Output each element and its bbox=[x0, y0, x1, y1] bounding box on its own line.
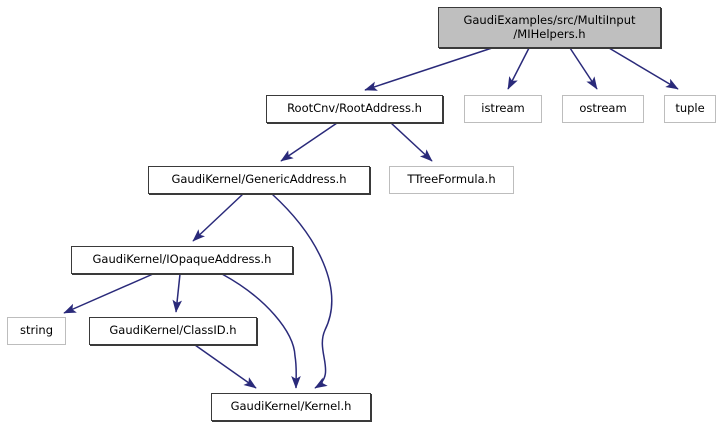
edge-mihelpers-to-tuple bbox=[608, 47, 679, 90]
node-genericaddress[interactable]: GaudiKernel/GenericAddress.h bbox=[148, 166, 370, 194]
edge-genericaddress-to-iopaqueaddress bbox=[192, 193, 244, 242]
node-label-genericaddress: GaudiKernel/GenericAddress.h bbox=[171, 172, 347, 187]
edge-iopaqueaddress-to-string bbox=[63, 273, 154, 314]
node-label-rootaddress: RootCnv/RootAddress.h bbox=[287, 101, 422, 116]
node-label-iopaqueaddress: GaudiKernel/IOpaqueAddress.h bbox=[92, 252, 272, 267]
edge-rootaddress-to-genericaddress bbox=[280, 122, 338, 162]
node-ostream[interactable]: ostream bbox=[562, 95, 644, 123]
node-label-ttreeformula: TTreeFormula.h bbox=[407, 172, 496, 187]
node-label-string: string bbox=[19, 323, 53, 338]
edge-mihelpers-to-ostream bbox=[569, 47, 598, 90]
edge-classid-to-kernel bbox=[194, 344, 257, 389]
node-classid[interactable]: GaudiKernel/ClassID.h bbox=[89, 317, 257, 345]
node-label-classid: GaudiKernel/ClassID.h bbox=[109, 323, 237, 338]
node-tuple[interactable]: tuple bbox=[664, 95, 716, 123]
node-label-ostream: ostream bbox=[579, 101, 627, 116]
edge-genericaddress-to-kernel bbox=[271, 193, 333, 389]
node-istream[interactable]: istream bbox=[464, 95, 542, 123]
edge-iopaqueaddress-to-classid bbox=[172, 273, 183, 313]
node-label-istream: istream bbox=[481, 101, 525, 116]
edge-mihelpers-to-rootaddress bbox=[364, 47, 493, 91]
node-mihelpers[interactable]: GaudiExamples/src/MultiInput /MIHelpers.… bbox=[438, 7, 661, 48]
node-rootaddress[interactable]: RootCnv/RootAddress.h bbox=[266, 95, 443, 123]
node-label-mihelpers: GaudiExamples/src/MultiInput /MIHelpers.… bbox=[463, 13, 636, 41]
edge-mihelpers-to-istream bbox=[507, 47, 530, 90]
node-ttreeformula[interactable]: TTreeFormula.h bbox=[389, 166, 514, 194]
node-label-tuple: tuple bbox=[675, 101, 705, 116]
node-string[interactable]: string bbox=[7, 317, 66, 345]
node-kernel[interactable]: GaudiKernel/Kernel.h bbox=[211, 393, 371, 421]
node-iopaqueaddress[interactable]: GaudiKernel/IOpaqueAddress.h bbox=[71, 246, 293, 274]
edge-rootaddress-to-ttreeformula bbox=[390, 122, 433, 162]
node-label-kernel: GaudiKernel/Kernel.h bbox=[230, 399, 352, 414]
